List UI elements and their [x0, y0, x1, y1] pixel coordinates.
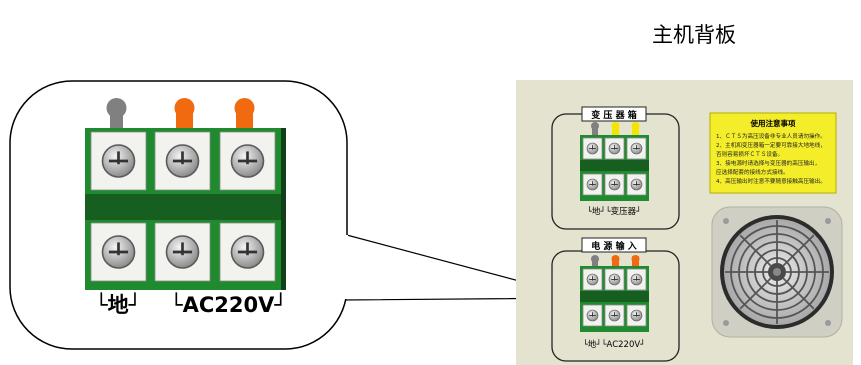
notice-line: 否则容易损坏ＣＴＳ设备。	[716, 150, 783, 158]
power-input-box-label: └地┘└AC220V┘	[583, 339, 646, 350]
notice-line: 3、接电源时请选择与变压器的高压输出，	[716, 159, 820, 167]
terminal-screw-icon	[154, 131, 211, 191]
notice-line: 4、高压输出时注意不要随意接触高压输出。	[716, 177, 826, 185]
terminal-screw-icon	[604, 304, 625, 327]
terminal-screw-icon	[219, 222, 276, 282]
notice-title: 使用注意事项	[750, 118, 796, 128]
terminal-screw-icon	[626, 173, 647, 196]
terminal-screw-icon	[604, 173, 625, 196]
terminal-block-enlarged	[85, 98, 286, 290]
terminal-screw-icon	[582, 137, 603, 160]
transformer-box: 变 压 器 箱 └地┘└变压器┘	[551, 106, 680, 230]
notice-label: 使用注意事项 1、ＣＴＳ为高压设备非专业人员请勿操作。2、主机和变压器箱一定要可…	[709, 112, 837, 194]
power-input-box: 电 源 输 入 └地┘└AC220V┘	[551, 237, 680, 362]
panel-screw-icon	[723, 218, 729, 224]
terminal-screw-icon	[582, 173, 603, 196]
power-input-box-title: 电 源 输 入	[591, 240, 636, 252]
terminal-screw-icon	[154, 222, 211, 282]
panel-screw-icon	[825, 218, 831, 224]
notice-line: 2、主机和变压器箱一定要可靠接大地地线，	[716, 141, 826, 149]
terminal-screw-icon	[219, 131, 276, 191]
terminal-screw-icon	[604, 268, 625, 291]
terminal-screw-icon	[582, 304, 603, 327]
ground-label: └地┘	[95, 292, 141, 317]
terminal-screw-icon	[90, 222, 147, 282]
terminal-screw-icon	[626, 304, 647, 327]
terminal-screw-icon	[626, 268, 647, 291]
terminal-screw-icon	[90, 131, 147, 191]
panel-screw-icon	[723, 320, 729, 326]
transformer-box-title: 变 压 器 箱	[591, 109, 636, 121]
terminal-screw-icon	[626, 137, 647, 160]
notice-line: 应选择配套的接线方式接线。	[716, 168, 789, 176]
transformer-box-label: └地┘└变压器┘	[587, 206, 641, 217]
notice-line: 1、ＣＴＳ为高压设备非专业人员请勿操作。	[716, 132, 826, 140]
fan-icon	[711, 206, 843, 338]
panel-screw-icon	[825, 320, 831, 326]
page-title: 主机背板	[652, 23, 736, 47]
rear-panel: 变 压 器 箱 └地┘└变压器┘ 电 源 输 入	[516, 80, 853, 365]
terminal-screw-icon	[604, 137, 625, 160]
ac220v-label: └AC220V┘	[170, 292, 287, 317]
terminal-screw-icon	[582, 268, 603, 291]
